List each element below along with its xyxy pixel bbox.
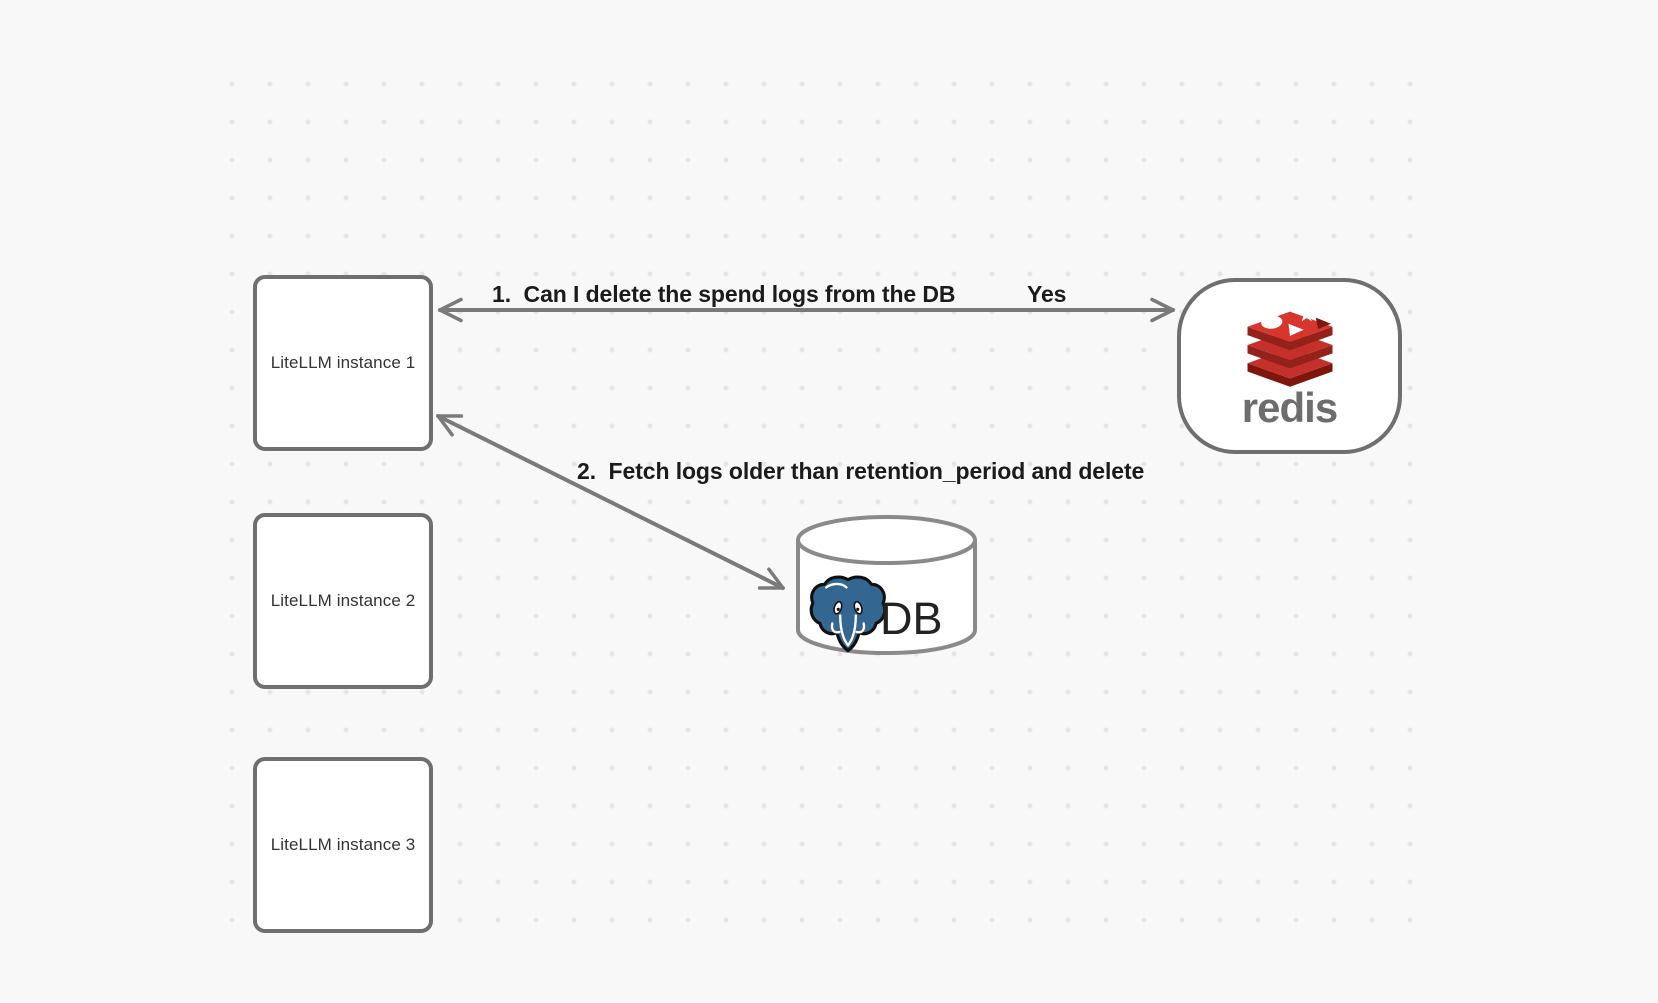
- postgresql-elephant-icon: [809, 575, 887, 653]
- litellm-instance-3-label: LiteLLM instance 3: [270, 835, 416, 854]
- arrow-db-litellm[interactable]: [436, 414, 785, 590]
- node-litellm-instance-1[interactable]: LiteLLM instance 1: [253, 275, 433, 451]
- arrow1-answer-label[interactable]: Yes: [1027, 281, 1067, 307]
- litellm-instance-2-label: LiteLLM instance 2: [270, 591, 416, 610]
- redis-stack-icon: [1247, 305, 1332, 387]
- litellm-instance-1-label: LiteLLM instance 1: [270, 353, 416, 372]
- node-litellm-instance-3[interactable]: LiteLLM instance 3: [253, 757, 433, 933]
- arrow1-question-label[interactable]: 1. Can I delete the spend logs from the …: [492, 281, 956, 307]
- db-label: DB: [880, 593, 943, 644]
- node-redis[interactable]: redis: [1177, 278, 1402, 454]
- redis-wordmark: redis: [1241, 383, 1338, 431]
- arrow2-label[interactable]: 2. Fetch logs older than retention_perio…: [577, 458, 1145, 484]
- node-litellm-instance-2[interactable]: LiteLLM instance 2: [253, 513, 433, 689]
